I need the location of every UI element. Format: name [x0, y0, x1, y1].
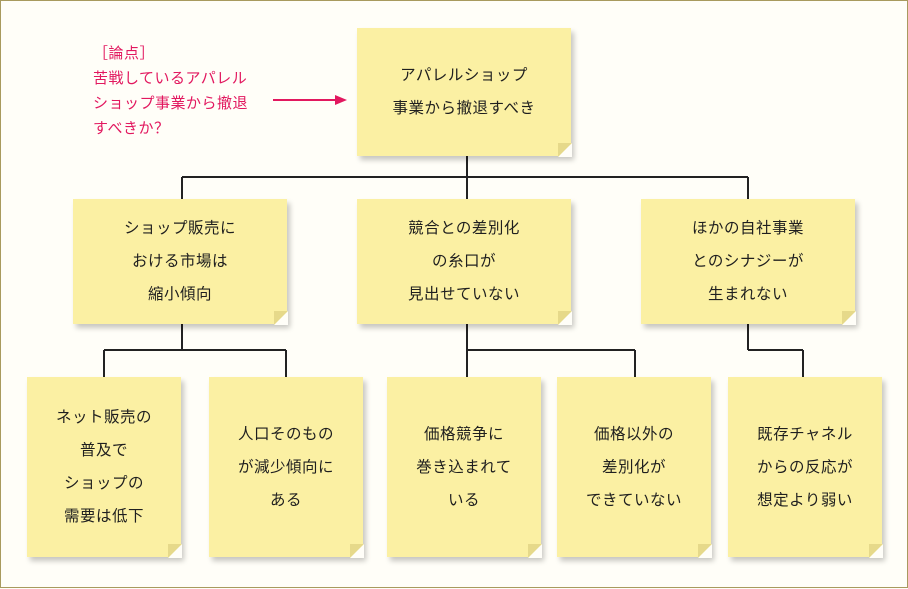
page-curl [869, 544, 883, 558]
note-line: 生まれない [707, 285, 788, 303]
annotation-line: ショップ事業から撤退 [93, 94, 249, 112]
note-line: 価格競争に [423, 424, 504, 443]
page-curl [842, 311, 856, 325]
level2-note: 価格以外の 差別化が できていない [557, 377, 712, 558]
note-line: 巻き込まれて [416, 457, 512, 476]
note-line: 縮小傾向 [147, 285, 212, 303]
note-line: おける市場は [131, 252, 228, 270]
issue-annotation: ［論点］ 苦戦しているアパレル ショップ事業から撤退 すべきか？ [93, 41, 248, 141]
page-curl [558, 143, 572, 157]
page-curl [528, 544, 542, 558]
note-line: ある [269, 490, 302, 509]
note-line: 想定より弱い [757, 490, 853, 509]
note-line: 普及で [79, 441, 128, 459]
note-line: ショップ販売に [123, 219, 236, 237]
note-text: 既存チャネル からの反応が 想定より弱い [757, 418, 853, 517]
annotation-line: 苦戦しているアパレル [93, 69, 248, 87]
note-line: の糸口が [431, 252, 496, 270]
note-line: とのシナジーが [692, 252, 804, 270]
note-text: ほかの自社事業 とのシナジーが 生まれない [692, 212, 804, 311]
page-curl [698, 544, 712, 558]
level2-note: 価格競争に 巻き込まれて いる [387, 377, 542, 558]
page-curl [274, 311, 288, 325]
note-line: ショップの [63, 474, 144, 492]
note-line: いる [447, 490, 480, 509]
note-text: アパレルショップ 事業から撤退すべき [393, 59, 536, 125]
note-line: ネット販売の [55, 408, 152, 426]
page-curl [558, 311, 572, 325]
note-line: 既存チャネル [757, 424, 853, 443]
root-note: アパレルショップ 事業から撤退すべき [357, 28, 572, 157]
note-line: 見出せていない [407, 285, 520, 303]
note-line: できていない [585, 490, 682, 509]
note-line: 事業から撤退すべき [392, 99, 536, 117]
note-line: ほかの自社事業 [691, 219, 804, 237]
note-text: 価格以外の 差別化が できていない [586, 418, 682, 517]
note-text: 競合との差別化 の糸口が 見出せていない [408, 212, 520, 311]
level2-note: ネット販売の 普及で ショップの 需要は低下 [27, 377, 182, 558]
level1-note: ほかの自社事業 とのシナジーが 生まれない [641, 199, 856, 325]
note-text: 価格競争に 巻き込まれて いる [416, 418, 512, 517]
note-line: 需要は低下 [63, 507, 144, 525]
note-line: 差別化が [601, 457, 666, 476]
annotation-heading: ［論点］ [93, 44, 156, 62]
level2-note: 人口そのもの が減少傾向に ある [209, 377, 364, 558]
note-line: 価格以外の [593, 424, 674, 443]
level1-note: 競合との差別化 の糸口が 見出せていない [357, 199, 572, 325]
note-line: 競合との差別化 [408, 219, 520, 237]
page-curl [168, 544, 182, 558]
note-line: からの反応が [756, 457, 853, 476]
note-text: ネット販売の 普及で ショップの 需要は低下 [56, 401, 152, 533]
level1-note: ショップ販売に おける市場は 縮小傾向 [73, 199, 288, 325]
note-line: が減少傾向に [237, 457, 334, 476]
note-line: 人口そのもの [237, 424, 334, 443]
note-text: ショップ販売に おける市場は 縮小傾向 [124, 212, 236, 311]
annotation-arrow-head [335, 95, 347, 105]
annotation-line: すべきか？ [93, 119, 170, 137]
note-line: アパレルショップ [400, 66, 528, 84]
page-curl [350, 544, 364, 558]
note-text: 人口そのもの が減少傾向に ある [238, 418, 334, 517]
level2-note: 既存チャネル からの反応が 想定より弱い [728, 377, 883, 558]
